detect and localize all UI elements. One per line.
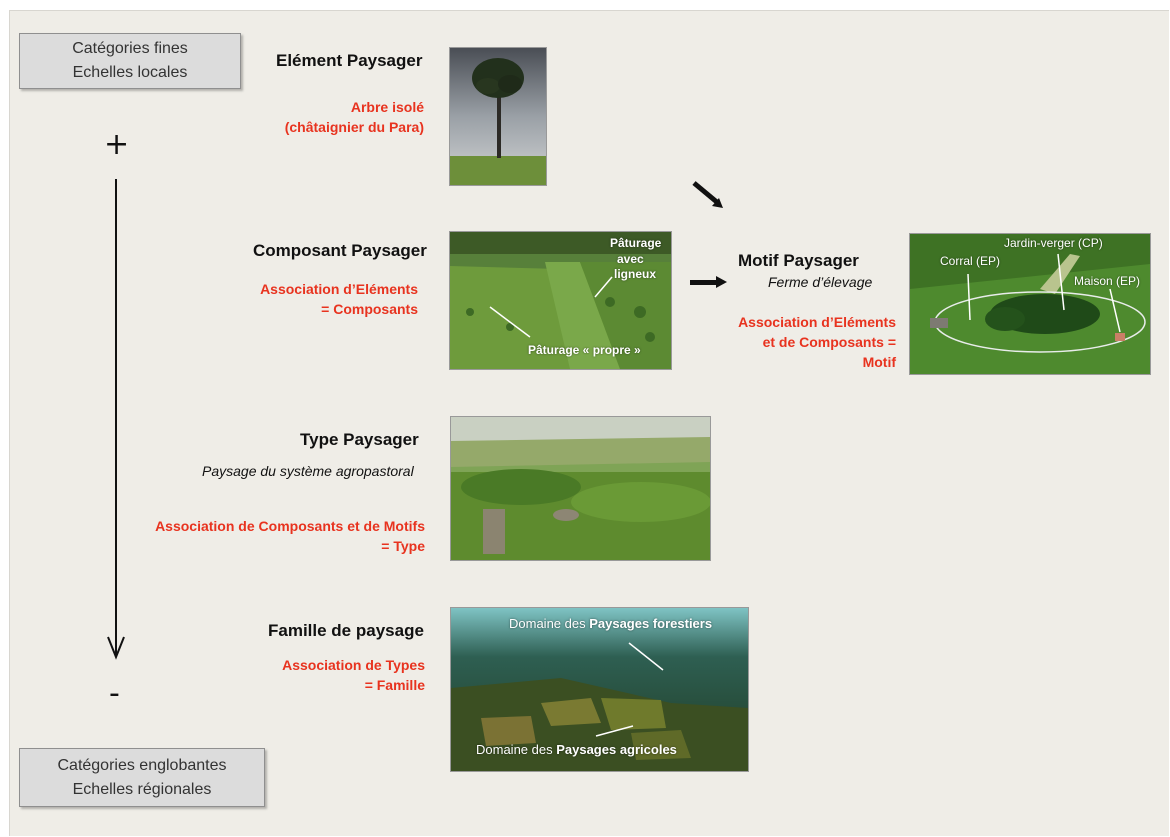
- element-title: Elément Paysager: [276, 51, 423, 70]
- scale-top-line1: Catégories fines: [72, 40, 188, 57]
- element-red-text: Arbre isolé (châtaignier du Para): [276, 97, 424, 137]
- farm-label-jardin: Jardin-verger (CP): [1004, 236, 1103, 250]
- agricultural-domain-label: Domaine des Paysages agricoles: [476, 742, 677, 757]
- forest-domain-label: Domaine des Paysages forestiers: [509, 616, 712, 631]
- scale-bottom-box: Catégories englobantes Echelles régional…: [19, 748, 265, 807]
- type-title: Type Paysager: [300, 430, 419, 449]
- type-red-text: Association de Composants et de Motifs =…: [140, 516, 425, 556]
- motif-title: Motif Paysager: [738, 251, 859, 270]
- famille-red-text: Association de Types = Famille: [240, 655, 425, 695]
- pasture-label-2: avec: [617, 252, 644, 266]
- type-red-line1: Association de Composants et de Motifs: [155, 518, 425, 534]
- element-red-line2: (châtaignier du Para): [284, 119, 424, 135]
- scale-bottom-line1: Catégories englobantes: [57, 756, 227, 774]
- arrow-element-to-motif: [692, 181, 723, 208]
- vertical-scale-arrow: [107, 179, 125, 660]
- composant-red-text: Association d’Eléments = Composants: [250, 279, 418, 319]
- scale-bottom-line2: Echelles régionales: [72, 780, 212, 798]
- agricultural-domain-bold: Paysages agricoles: [556, 742, 677, 757]
- minus-sign: -: [109, 676, 120, 711]
- pasture-label-1: Pâturage: [610, 236, 662, 250]
- composant-red-line1: Association d’Eléments: [260, 281, 418, 297]
- photo-agropastoral: [450, 416, 711, 561]
- composant-red-line2: = Composants: [321, 301, 418, 317]
- type-red-line2: = Type: [381, 538, 425, 554]
- pasture-label-3: ligneux: [614, 267, 657, 281]
- famille-title: Famille de paysage: [268, 621, 424, 640]
- plus-sign: +: [104, 127, 130, 162]
- farm-label-corral: Corral (EP): [940, 254, 1001, 268]
- scale-top-line2: Echelles locales: [72, 64, 188, 81]
- motif-red-line1: Association d’Eléments: [738, 314, 896, 330]
- composant-title: Composant Paysager: [253, 241, 427, 260]
- diagram-canvas: Catégories fines Echelles locales Catégo…: [9, 10, 1169, 836]
- arrow-composant-to-motif: [690, 276, 727, 288]
- forest-domain-prefix: Domaine des: [509, 616, 590, 631]
- motif-red-text: Association d’Eléments et de Composants …: [710, 312, 896, 372]
- photo-farm: Jardin-verger (CP) Corral (EP) Maison (E…: [909, 233, 1151, 375]
- pasture-label-4: Pâturage « propre »: [528, 343, 641, 357]
- photo-isolated-tree: [449, 47, 547, 186]
- farm-label-maison: Maison (EP): [1074, 274, 1141, 288]
- photo-regional-aerial: Domaine des Paysages forestiers Domaine …: [450, 607, 749, 772]
- agricultural-domain-prefix: Domaine des: [476, 742, 557, 757]
- motif-red-line2: et de Composants =: [762, 334, 896, 350]
- famille-red-line2: = Famille: [364, 677, 425, 693]
- scale-top-box: Catégories fines Echelles locales: [19, 33, 241, 89]
- photo-pasture: Pâturage avec ligneux Pâturage « propre …: [449, 231, 672, 370]
- motif-subtitle: Ferme d’élevage: [768, 274, 873, 290]
- type-subtitle: Paysage du système agropastoral: [202, 463, 414, 479]
- motif-red-line3: Motif: [862, 354, 896, 370]
- famille-red-line1: Association de Types: [282, 657, 425, 673]
- forest-domain-bold: Paysages forestiers: [589, 616, 713, 631]
- element-red-line1: Arbre isolé: [350, 99, 424, 115]
